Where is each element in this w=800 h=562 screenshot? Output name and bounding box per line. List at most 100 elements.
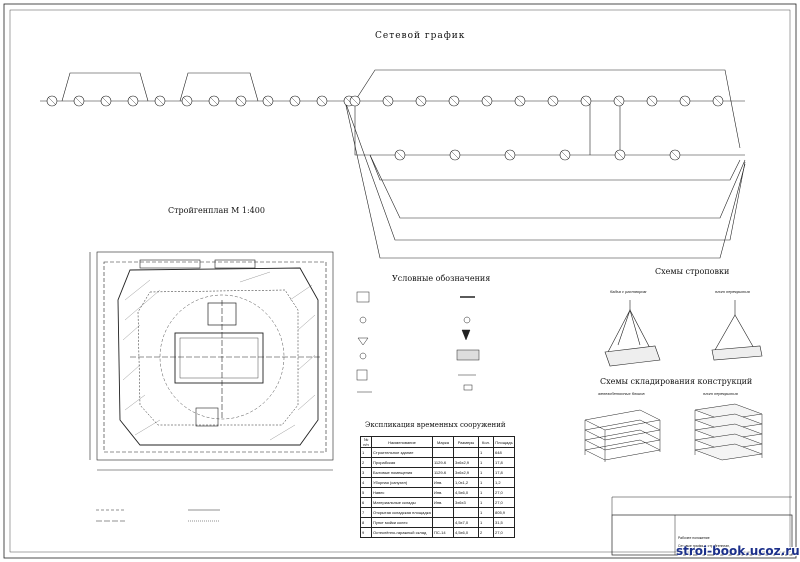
explication-cell: 805,9: [493, 507, 515, 518]
explication-cell: 2: [360, 457, 372, 468]
stamp-subtitle: Сетевые графики, стройгенплан,: [678, 544, 730, 548]
network-node-divider: [549, 97, 557, 105]
stacking-title: Схемы складирования конструкций: [600, 377, 753, 386]
site-plan: [89, 251, 334, 471]
network-node-divider: [102, 97, 110, 105]
network-node-divider: [183, 97, 191, 105]
network-node-divider: [129, 97, 137, 105]
explication-header: № п/п: [360, 436, 372, 448]
network-node-divider: [561, 151, 569, 159]
network-node-divider: [506, 151, 514, 159]
network-node-divider: [351, 97, 359, 105]
explication-cell: ПС-14: [432, 527, 454, 538]
explication-cell: 1: [478, 477, 494, 488]
site-watermark: stroi-book.ucoz.ru: [676, 544, 800, 558]
network-node-divider: [450, 97, 458, 105]
explication-title: Экспликация временных сооружений: [365, 421, 506, 429]
network-node-divider: [291, 97, 299, 105]
explication-cell: 6: [360, 497, 372, 508]
explication-cell: 27,0: [493, 487, 515, 498]
explication-cell: 4,5х6,0: [453, 527, 479, 538]
explication-cell: 1,0х1,2: [453, 477, 479, 488]
network-node-divider: [417, 97, 425, 105]
sling-label-b: плит перекрытия: [715, 289, 750, 294]
network-node-divider: [75, 97, 83, 105]
explication-cell: 17,8: [493, 457, 515, 468]
explication-cell: Остеклённо-гаражный склад: [371, 527, 433, 538]
explication-cell: 1: [478, 447, 494, 458]
network-node-divider: [714, 97, 722, 105]
explication-cell: Прорабская: [371, 457, 433, 468]
explication-cell: 4,5х7,0: [453, 517, 479, 528]
explication-cell: 648: [493, 447, 515, 458]
explication-cell: Строительное здание: [371, 447, 433, 458]
explication-header: Размеры: [453, 436, 479, 448]
explication-cell: 7: [360, 507, 372, 518]
network-node-divider: [483, 97, 491, 105]
sling-title: Схемы строповки: [655, 267, 730, 276]
network-node-divider: [648, 97, 656, 105]
network-node-divider: [516, 97, 524, 105]
explication-cell: 1: [478, 497, 494, 508]
explication-cell: 4: [360, 477, 372, 488]
explication-cell: 3х6х2,9: [453, 457, 479, 468]
explication-cell: [432, 447, 454, 458]
stamp-title: Рабочее положение: [678, 536, 710, 540]
explication-cell: 4,5х6,0: [453, 487, 479, 498]
explication-cell: 1: [478, 487, 494, 498]
stacking-schemes: [584, 403, 763, 462]
explication-header: Площадь: [493, 436, 515, 448]
explication-cell: 1: [478, 507, 494, 518]
explication-cell: 31,5: [493, 517, 515, 528]
site-plan-title: Стройгенплан М 1:400: [168, 206, 265, 215]
network-node-divider: [396, 151, 404, 159]
explication-cell: 1: [478, 517, 494, 528]
explication-cell: Навес: [371, 487, 433, 498]
explication-cell: 27,0: [493, 527, 515, 538]
explication-cell: 1: [478, 457, 494, 468]
explication-cell: [432, 517, 454, 528]
explication-cell: Инв.: [432, 497, 454, 508]
legend-symbols: [356, 291, 480, 393]
site-plan-networks-legend: [96, 509, 220, 522]
network-node-divider: [264, 97, 272, 105]
explication-cell: Инв.: [432, 487, 454, 498]
explication-cell: [453, 447, 479, 458]
network-nodes: [46, 95, 724, 161]
network-node-divider: [681, 97, 689, 105]
explication-cell: Инв.: [432, 477, 454, 488]
network-node-divider: [615, 97, 623, 105]
explication-cell: [453, 507, 479, 518]
explication-cell: 9: [360, 527, 372, 538]
explication-cell: 3х6х2,9: [453, 467, 479, 478]
network-title: Сетевой график: [375, 31, 466, 41]
network-graph: [40, 69, 746, 259]
explication-cell: 17,8: [493, 467, 515, 478]
explication-cell: Материальные склады: [371, 497, 433, 508]
explication-cell: 27,0: [493, 497, 515, 508]
network-node-divider: [210, 97, 218, 105]
explication-cell: 2: [478, 527, 494, 538]
network-node-divider: [156, 97, 164, 105]
network-node-divider: [671, 151, 679, 159]
explication-cell: 5: [360, 487, 372, 498]
explication-header-row: № п/п Наименование Марка Размеры Кол. Пл…: [360, 436, 515, 448]
explication-cell: Уборная (санузел): [371, 477, 433, 488]
explication-cell: 1129-К: [432, 457, 454, 468]
explication-cell: 3: [360, 467, 372, 478]
legend-title: Условные обозначения: [392, 274, 491, 283]
explication-cell: 8: [360, 517, 372, 528]
explication-header: Марка: [432, 436, 454, 448]
explication-cell: 1129-К: [432, 467, 454, 478]
explication-header: Наименование: [371, 436, 433, 448]
site-hatch: [122, 271, 316, 441]
explication-header: Кол.: [478, 436, 494, 448]
explication-cell: 3х6х3: [453, 497, 479, 508]
network-node-divider: [451, 151, 459, 159]
